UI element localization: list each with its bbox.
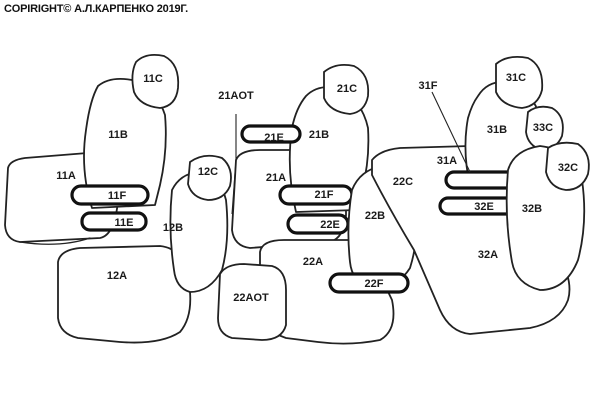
part-11E-armrest (80, 211, 148, 232)
label-33C: 33C (533, 122, 553, 134)
label-21A: 21A (266, 172, 286, 184)
part-12A-cushion (57, 245, 192, 344)
part-21C-headrest (323, 63, 370, 115)
label-11B: 11B (108, 129, 128, 141)
label-21F: 21F (315, 189, 334, 201)
copyright-notice: COPIRIGHT© А.Л.КАРПЕНКО 2019Г. (4, 3, 188, 15)
part-labels: 11C 11B 11A 11F 11E 12C 12B 12A 21AOT 21… (56, 72, 578, 304)
label-32C: 32C (558, 162, 578, 174)
label-22F: 22F (365, 278, 384, 290)
label-22B: 22B (365, 210, 385, 222)
label-32B: 32B (522, 203, 542, 215)
leader-31F (431, 91, 471, 173)
part-22F-armrest (328, 272, 410, 294)
label-21C: 21C (337, 83, 357, 95)
label-21E: 21E (264, 132, 284, 144)
seat-row-3 (371, 55, 590, 335)
label-31F: 31F (419, 80, 438, 92)
label-31A: 31A (437, 155, 457, 167)
label-11F: 11F (108, 190, 127, 202)
label-12C: 12C (198, 166, 218, 178)
part-21E-armrest (240, 124, 302, 144)
part-12C-headrest (187, 154, 232, 201)
label-32A: 32A (478, 249, 498, 261)
label-31C: 31C (506, 72, 526, 84)
label-22A: 22A (303, 256, 323, 268)
label-22E: 22E (320, 219, 340, 231)
part-33C-headrest (525, 105, 564, 151)
part-11-base (19, 237, 91, 245)
seat-row-2 (217, 63, 426, 345)
seat-row-1 (4, 53, 232, 344)
part-22AOT-piece (217, 263, 287, 341)
label-11A: 11A (56, 170, 76, 182)
part-11F-armrest (70, 184, 150, 206)
label-22AOT: 22AOT (233, 292, 269, 304)
label-12A: 12A (107, 270, 127, 282)
part-31C-headrest (495, 55, 544, 109)
label-21B: 21B (309, 129, 329, 141)
label-32E: 32E (474, 201, 494, 213)
leader-21AOT (231, 114, 237, 215)
label-22C: 22C (393, 176, 413, 188)
label-12B: 12B (163, 222, 183, 234)
part-11C-headrest (131, 53, 180, 109)
label-31B: 31B (487, 124, 507, 136)
part-32C-headrest (545, 141, 590, 191)
label-11C: 11C (143, 73, 163, 85)
label-21AOT: 21AOT (218, 90, 254, 102)
label-11E: 11E (115, 217, 134, 229)
